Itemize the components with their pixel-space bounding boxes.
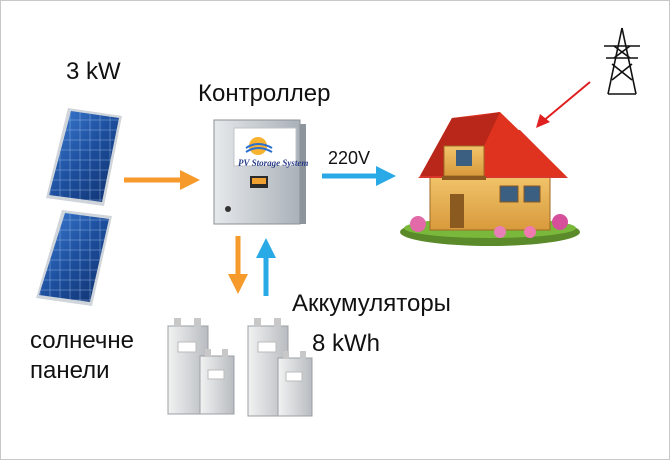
controller-box: [213, 119, 306, 225]
panels-label-line2: панели: [30, 357, 110, 384]
sun-logo-icon: [249, 137, 267, 155]
battery-icon: [199, 349, 235, 415]
power-label: 3 kW: [66, 58, 121, 85]
arrow-grid-to-house: [536, 81, 591, 128]
controller-lock: [225, 206, 231, 212]
arrow-panels-to-controller: [124, 170, 200, 190]
battery-bank: [167, 318, 313, 417]
batteries-label: Аккумуляторы: [292, 290, 451, 317]
panels-label-line1: солнечне: [30, 327, 135, 354]
house-icon: [400, 112, 580, 246]
arrow-controller-to-batteries: [228, 236, 248, 294]
solar-panel-top: [46, 108, 122, 206]
power-tower-icon: [604, 27, 640, 95]
panels-label: солнечне панели: [30, 326, 134, 386]
arrow-batteries-to-controller: [256, 238, 276, 296]
voltage-label: 220V: [328, 148, 371, 168]
controller-label: Контроллер: [198, 80, 331, 107]
capacity-label: 8 kWh: [312, 330, 381, 357]
controller-brand-label: PV Storage System: [238, 158, 309, 168]
solar-panel-bottom: [36, 210, 112, 306]
battery-icon: [277, 351, 313, 417]
arrow-controller-to-house: [322, 166, 396, 186]
